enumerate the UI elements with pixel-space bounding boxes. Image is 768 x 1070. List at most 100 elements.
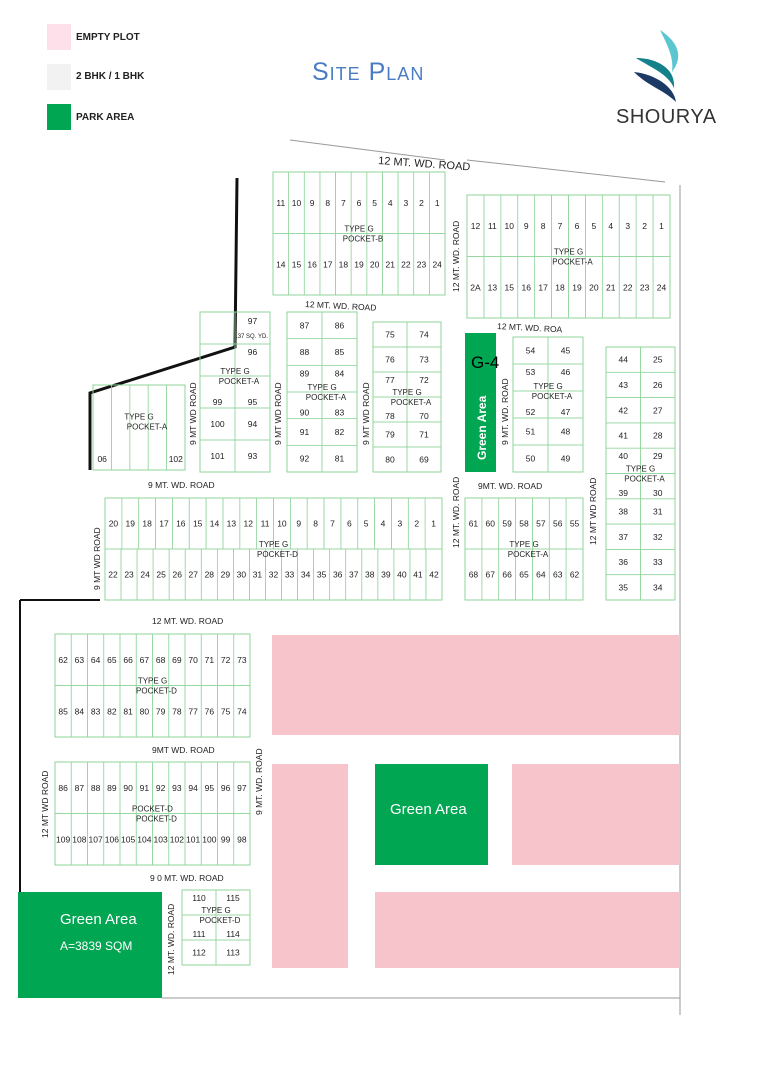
plot-number: 94: [248, 419, 258, 429]
plot-number: 90: [300, 408, 310, 418]
plot-number: 48: [561, 427, 571, 437]
block-type-label: TYPE G: [201, 906, 230, 915]
plot-number: 11: [261, 519, 270, 529]
plot: [234, 439, 271, 473]
plot-number: 22: [623, 282, 633, 292]
plot-number: 12: [243, 519, 253, 529]
block-type-label: TYPE G: [259, 540, 288, 549]
plot-number: 61: [469, 519, 479, 529]
plot-number: 33: [285, 570, 295, 580]
plot-number: 75: [221, 706, 231, 716]
plot-number: 10: [505, 221, 515, 231]
plot-number: 51: [526, 427, 536, 437]
plot-number: 86: [58, 783, 68, 793]
plot-number: 1: [431, 519, 436, 529]
road-label: 9 MT. WD. ROAD: [254, 748, 264, 815]
block-pocket-label: POCKET-B: [343, 235, 383, 244]
road-label: 12 MT. WD. ROAD: [166, 904, 176, 975]
block-type-label: TYPE G: [509, 540, 538, 549]
green-area-label: G-4: [471, 353, 499, 372]
plot-number: 26: [653, 380, 663, 390]
plot-number: 75: [385, 330, 395, 340]
block-pocket-label: POCKET-A: [532, 392, 573, 401]
plot-number: 72: [221, 655, 231, 665]
plot-number: 14: [276, 259, 286, 269]
plot-number: 25: [653, 355, 663, 365]
plot-number: 8: [313, 519, 318, 529]
plot-number: 78: [385, 411, 395, 421]
plot-number: 11: [488, 221, 497, 231]
plot-number: 66: [502, 570, 512, 580]
page-title: Site Plan: [312, 58, 425, 86]
plot-number: 87: [300, 320, 310, 330]
plot-number: 55: [570, 519, 580, 529]
block-pocket-label: POCKET-D: [257, 550, 298, 559]
empty-plot: [272, 635, 680, 735]
plot: [233, 685, 251, 738]
plot-number: 93: [172, 783, 182, 793]
plot-number: 94: [188, 783, 198, 793]
plot-number: 50: [526, 454, 536, 464]
plot-number: 59: [502, 519, 512, 529]
plot-number: 60: [486, 519, 496, 529]
plot-number: 47: [561, 407, 571, 417]
plot: [166, 384, 186, 471]
plot-number: 23: [124, 570, 134, 580]
plot-number: 30: [237, 570, 247, 580]
plot-number: 32: [653, 532, 663, 542]
empty-plot: [375, 892, 680, 968]
plot-number: 114: [226, 929, 240, 939]
plot-number: 35: [317, 570, 327, 580]
plot-number: 43: [619, 380, 629, 390]
plot-number: 67: [486, 570, 496, 580]
plot-number: 3: [398, 519, 403, 529]
plot-number: 96: [248, 347, 258, 357]
empty-plot: [272, 764, 348, 968]
plot-number: 105: [121, 834, 135, 844]
plot-number: 65: [519, 570, 529, 580]
plot-number: 30: [653, 488, 663, 498]
plot-number: 15: [505, 282, 515, 292]
plot-number: 8: [541, 221, 546, 231]
brand-logo-icon: [634, 30, 679, 102]
road-label: 9 MT WD ROAD: [188, 382, 198, 445]
road-label: 9MT WD. ROAD: [152, 745, 215, 755]
plot-number: 71: [205, 655, 215, 665]
road-label: 9 MT WD ROAD: [273, 382, 283, 445]
plot-number: 82: [107, 706, 117, 716]
plot-number: 58: [519, 519, 529, 529]
plot-number: 11: [276, 198, 285, 208]
plot-number: 63: [553, 570, 563, 580]
plot-number: 66: [123, 655, 133, 665]
plot-number: 35: [619, 582, 629, 592]
plot-number: 74: [419, 330, 429, 340]
plot-number: 19: [354, 259, 364, 269]
plot-number: 9: [310, 198, 315, 208]
block-type-label: TYPE G: [392, 388, 421, 397]
green-area: [18, 892, 162, 998]
plot-number: 111: [193, 929, 206, 939]
empty-plot: [512, 764, 680, 865]
plot-number: 100: [202, 834, 216, 844]
plot-number: 20: [589, 282, 599, 292]
plot-number: 24: [432, 259, 442, 269]
plot-number: 44: [619, 355, 629, 365]
plot-number: 5: [372, 198, 377, 208]
block-pocket-label: POCKET-A: [508, 550, 549, 559]
green-area-area: A=3839 SQM: [60, 939, 132, 953]
block-pocket-label: POCKET-A: [219, 377, 260, 386]
road-label: 9 MT. WD. ROAD: [148, 480, 215, 490]
plot-number: 20: [109, 519, 119, 529]
block-type-label: TYPE G: [307, 383, 336, 392]
plot-number: 41: [619, 431, 629, 441]
plot-number: 13: [227, 519, 237, 529]
plot-number: 103: [154, 834, 168, 844]
plot-number: 33: [653, 557, 663, 567]
plot-number: 27: [653, 405, 663, 415]
plot-number: 74: [237, 706, 247, 716]
plot-number: 13: [488, 282, 498, 292]
plot-number: 16: [176, 519, 186, 529]
plot-number: 56: [553, 519, 563, 529]
plot-number: 6: [357, 198, 362, 208]
block-pocket-label: POCKET-A: [624, 475, 665, 484]
